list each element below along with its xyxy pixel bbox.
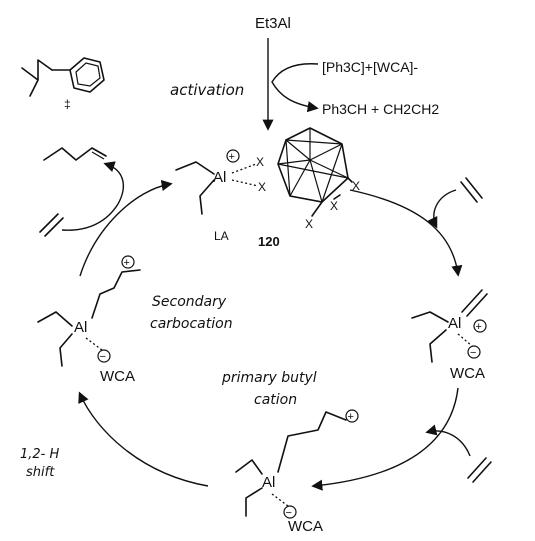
svg-text:+: +	[476, 321, 482, 333]
compound-number-label: 120	[258, 234, 280, 249]
svg-text:−: −	[286, 507, 292, 519]
secondary-carbocation: Al + − WCA	[37, 255, 141, 385]
svg-text:−: −	[470, 347, 476, 359]
svg-text:WCA: WCA	[100, 368, 135, 385]
svg-text:WCA: WCA	[288, 518, 323, 535]
minus-charge-bottom	[283, 505, 297, 519]
ethylene-left	[39, 213, 64, 237]
svg-text:WCA: WCA	[450, 365, 485, 382]
svg-text:Al: Al	[262, 474, 275, 491]
secondary-label-line2: carbocation	[150, 316, 233, 332]
svg-text:Et3Al: Et3Al	[255, 15, 291, 32]
butene-out-arrow	[103, 161, 125, 205]
svg-text:Al: Al	[448, 315, 461, 332]
curved-reagent-arrow	[271, 63, 319, 113]
al-ethylene-complex: Al + − WCA	[411, 289, 488, 382]
byproducts-label: Ph3CH + CH2CH2	[322, 101, 439, 117]
cycle-arrow-right-bottom	[311, 387, 459, 491]
minus-charge-left	[97, 349, 111, 363]
hydride-shift-line1: 1,2- H	[20, 447, 59, 462]
primary-butyl-label-line2: cation	[254, 392, 297, 408]
svg-text:X: X	[256, 155, 264, 169]
svg-text:+: +	[348, 411, 354, 423]
ethylene-in-arrow-bottom	[425, 424, 471, 457]
lewis-acid-label: LA	[214, 229, 229, 243]
catalyst-al: Al	[213, 169, 226, 186]
svg-text:Al: Al	[74, 319, 87, 336]
hydride-shift-line2: shift	[26, 465, 55, 480]
ethylene-bottom-right	[467, 457, 492, 483]
plus-charge-left	[121, 255, 135, 269]
cycle-arrow-left-top	[79, 179, 173, 277]
plus-charge	[473, 319, 487, 333]
secondary-label-line1: Secondary	[152, 294, 227, 310]
catalyst-120: Al + X X LA 120	[175, 149, 280, 249]
svg-text:−: −	[100, 351, 106, 363]
svg-text:X: X	[305, 217, 313, 231]
activation-label: activation	[170, 81, 244, 99]
svg-text:+: +	[229, 151, 235, 163]
sec-butylbenzene-structure: ‡	[21, 57, 105, 111]
carborane-cage: X X X	[277, 127, 360, 231]
svg-text:+: +	[124, 257, 130, 269]
trityl-salt-label: [Ph3C]+[WCA]-	[322, 59, 418, 75]
primary-butyl-label-line1: primary butyl	[221, 370, 317, 386]
catalyst-plus-charge	[226, 149, 240, 163]
minus-charge	[467, 345, 481, 359]
plus-charge-bottom	[345, 409, 359, 423]
svg-text:X: X	[258, 180, 266, 194]
ethylene-in-arrow-right	[427, 189, 457, 229]
ethylene-in-arrow-left	[61, 203, 119, 231]
svg-text:X: X	[330, 199, 338, 213]
ethylene-top-right	[460, 177, 483, 203]
svg-text:X: X	[352, 179, 360, 193]
et3al-reagent: Et3Al	[255, 15, 291, 32]
double-dagger-symbol: ‡	[64, 97, 71, 111]
butene-structure	[43, 147, 107, 161]
primary-butyl-cation: Al + − WCA	[235, 409, 359, 535]
cycle-arrow-top-right	[349, 189, 463, 277]
cycle-arrow-bottom-left	[78, 391, 209, 487]
